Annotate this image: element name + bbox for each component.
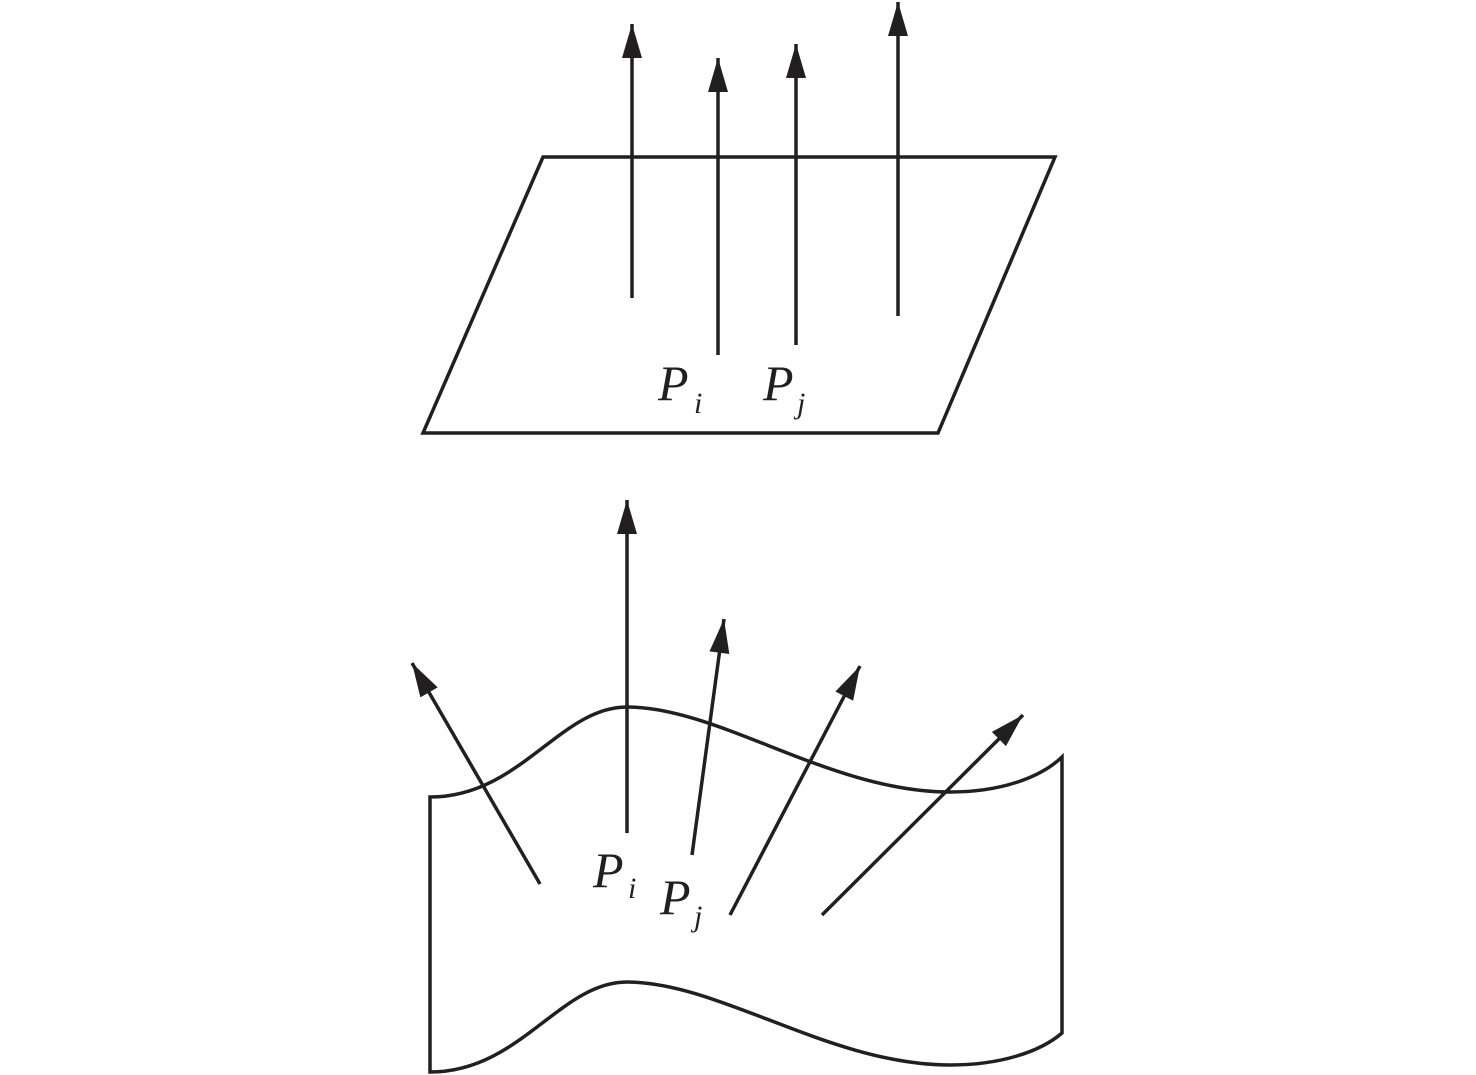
arrowhead [786, 44, 806, 78]
label-pj-top-sub: j [793, 387, 805, 420]
top-normal-arrows [630, 2, 900, 355]
label-pj-bottom-base: P [659, 869, 691, 925]
arrowhead [835, 666, 860, 701]
label-pi-bottom-base: P [592, 842, 624, 898]
label-pi-top-sub: i [694, 387, 702, 420]
arrowhead [708, 58, 728, 92]
normal-arrow [820, 713, 1025, 917]
flat-plane [420, 155, 1058, 435]
arrowheads [412, 2, 1023, 747]
normal-arrow [728, 665, 862, 916]
normal-arrow [410, 662, 542, 885]
curved-surface [428, 705, 1064, 1074]
bottom-labels: P i P j [592, 842, 702, 933]
arrowhead [412, 663, 438, 698]
label-pj-bottom-sub: j [690, 900, 702, 933]
arrowhead [622, 24, 642, 58]
top-labels: P i P j [657, 355, 805, 420]
arrowhead [709, 619, 730, 655]
arrowhead [991, 715, 1023, 747]
label-pi-top-base: P [657, 355, 689, 411]
label-pj-top-base: P [762, 355, 794, 411]
label-pi-bottom-sub: i [628, 872, 636, 905]
arrowhead [617, 500, 637, 534]
bottom-normal-arrows [410, 500, 1025, 917]
normal-arrow [690, 618, 726, 856]
arrowhead [888, 2, 908, 36]
